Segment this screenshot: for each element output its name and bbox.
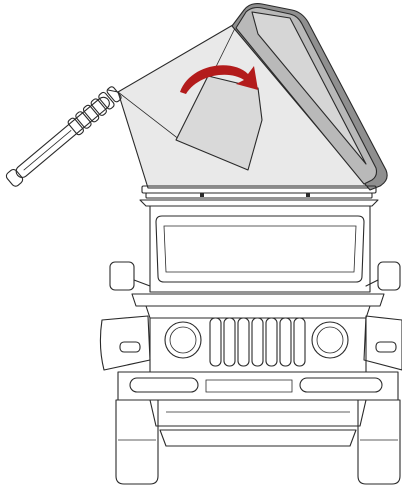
grille-slot — [280, 318, 291, 366]
grille-slot — [238, 318, 249, 366]
headlight-left-inner — [170, 327, 196, 353]
base-latch-right — [306, 193, 310, 197]
fender-left — [100, 316, 150, 370]
bumper-light-left — [130, 378, 198, 392]
hood-front — [146, 306, 370, 318]
windshield-frame — [150, 206, 370, 292]
turn-signal-right — [376, 342, 396, 352]
grille-slot — [266, 318, 277, 366]
windshield-inner — [164, 226, 356, 272]
rooftop-tent — [118, 4, 387, 198]
roof-rack — [140, 200, 378, 206]
mirror-right-arm — [366, 280, 378, 286]
ladder-inner-line — [24, 130, 71, 170]
tow-bar — [160, 430, 356, 446]
mirror-left — [110, 262, 134, 290]
mirror-right — [378, 262, 400, 290]
ladder-segment — [90, 98, 108, 117]
grille-slot — [210, 318, 221, 366]
grille-body — [150, 318, 366, 372]
telescopic-ladder-icon — [4, 85, 123, 189]
turn-signal-left — [120, 342, 140, 352]
bumper-center — [206, 380, 292, 392]
grille-slot — [294, 318, 305, 366]
front-bumper — [118, 372, 398, 400]
ladder-segment — [67, 117, 85, 136]
mirror-left-arm — [134, 280, 150, 286]
fender-right — [364, 316, 402, 370]
skid-plate — [150, 400, 366, 426]
tire-left — [116, 400, 158, 484]
vehicle-front — [100, 200, 402, 484]
headlight-right-inner — [317, 327, 343, 353]
tent-base-lower — [146, 193, 372, 198]
bumper-light-right — [300, 378, 382, 392]
ladder-segment — [98, 91, 116, 110]
grille-slot — [252, 318, 263, 366]
grille-slot — [224, 318, 235, 366]
ladder-segment — [75, 111, 93, 130]
tire-right — [358, 400, 400, 484]
ladder-segment — [82, 104, 100, 123]
hood — [132, 294, 384, 306]
base-latch-left — [200, 193, 204, 197]
